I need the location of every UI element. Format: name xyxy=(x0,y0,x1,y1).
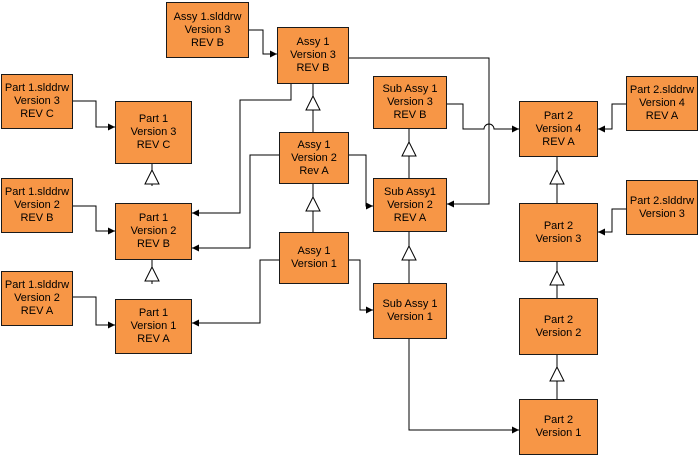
version-link xyxy=(549,262,565,298)
reference-arrow xyxy=(598,103,626,133)
reference-arrow xyxy=(598,208,626,236)
node-line: Part 2 xyxy=(543,109,574,122)
sub-assy1-version-3[interactable]: Sub Assy 1 Version 3 REV B xyxy=(373,76,447,129)
node-line: Part 1 xyxy=(138,113,169,125)
node-line: Version 2 xyxy=(291,151,337,164)
node-line: Version 3 xyxy=(535,232,582,245)
reference-arrow xyxy=(73,296,115,329)
reference-arrow xyxy=(192,84,292,217)
reference-arrow xyxy=(249,29,277,58)
part2-version-2[interactable]: Part 2 Version 2 xyxy=(519,298,598,355)
node-line: REV B xyxy=(20,212,54,224)
node-line: REV A xyxy=(137,333,170,345)
version-link xyxy=(401,232,417,283)
node-line: Part 1.slddrw xyxy=(4,186,70,198)
node-line: Assy 1 xyxy=(297,245,331,257)
node-line: Version 4 xyxy=(535,122,582,135)
node-line: Part 1 xyxy=(138,212,169,224)
node-line: REV B xyxy=(296,62,330,74)
node-line: REV A xyxy=(20,305,54,317)
version-link xyxy=(305,184,321,232)
version-link xyxy=(549,355,565,399)
node-line: Part 1.slddrw xyxy=(4,82,70,94)
part2-version-3[interactable]: Part 2 Version 3 xyxy=(519,203,598,262)
node-line: Version 1 xyxy=(130,320,177,332)
node-line: Version 2 xyxy=(535,326,582,339)
node-line: Part 2 xyxy=(543,219,574,232)
sub-assy1-version-1[interactable]: Sub Assy 1 Version 1 xyxy=(373,283,447,339)
node-line: REV C xyxy=(136,139,171,151)
version-link xyxy=(549,157,565,203)
assy1-drawing-rev-b[interactable]: Assy 1.slddrw Version 3 REV B xyxy=(166,2,249,58)
part1-drawing-rev-b[interactable]: Part 1.slddrw Version 2 REV B xyxy=(1,178,73,233)
node-line: Part 1.slddrw xyxy=(4,279,70,291)
part2-drawing-version-3[interactable]: Part 2.slddrw Version 3 xyxy=(626,180,698,235)
node-line: Version 1 xyxy=(291,258,337,270)
version-link xyxy=(144,260,160,284)
node-line: REV B xyxy=(136,238,170,250)
node-line: Version 2 xyxy=(130,225,177,237)
assy1-version-1[interactable]: Assy 1 Version 1 xyxy=(279,232,349,284)
reference-arrow xyxy=(447,103,519,133)
reference-arrow xyxy=(73,205,115,235)
node-line: Sub Assy 1 xyxy=(382,298,438,310)
node-line: Rev A xyxy=(299,164,329,177)
node-line: Part 2 xyxy=(543,414,574,426)
part2-version-1[interactable]: Part 2 Version 1 xyxy=(519,399,598,455)
reference-arrow xyxy=(349,57,490,208)
assy1-version-3[interactable]: Assy 1 Version 3 REV B xyxy=(277,27,349,84)
node-line: Version 3 xyxy=(130,126,177,138)
node-line: Version 4 xyxy=(639,97,685,109)
version-link xyxy=(401,129,417,178)
node-line: Version 3 xyxy=(639,207,685,220)
version-link xyxy=(144,164,160,186)
reference-arrow xyxy=(408,339,519,434)
node-line: Version 2 xyxy=(387,198,433,211)
part2-version-4[interactable]: Part 2 Version 4 REV A xyxy=(519,101,598,157)
part1-version-3[interactable]: Part 1 Version 3 REV C xyxy=(115,101,192,164)
reference-arrow xyxy=(192,154,279,252)
node-line: Version 2 xyxy=(14,199,60,211)
node-line: REV B xyxy=(393,109,427,121)
reference-arrow xyxy=(349,154,373,210)
node-line: Assy 1.slddrw xyxy=(173,10,242,23)
node-line: Version 2 xyxy=(14,292,60,304)
node-line: Version 3 xyxy=(14,95,60,107)
node-line: Version 1 xyxy=(535,427,582,439)
node-line: Part 1 xyxy=(138,307,169,319)
sub-assy1-version-2[interactable]: Sub Assy1 Version 2 REV A xyxy=(373,178,447,232)
part2-drawing-rev-a[interactable]: Part 2.slddrw Version 4 REV A xyxy=(626,76,698,131)
node-line: Part 2 xyxy=(543,313,574,326)
node-line: REV A xyxy=(542,135,575,148)
node-line: REV B xyxy=(190,36,224,49)
part1-version-1[interactable]: Part 1 Version 1 REV A xyxy=(115,299,192,354)
reference-arrow xyxy=(73,100,115,131)
node-line: Version 3 xyxy=(387,96,433,108)
node-line: Part 2.slddrw xyxy=(629,84,695,96)
node-line: Part 2.slddrw xyxy=(629,194,695,207)
version-link xyxy=(305,84,321,132)
part1-version-2[interactable]: Part 1 Version 2 REV B xyxy=(115,203,192,260)
node-line: REV C xyxy=(20,108,54,120)
part1-drawing-rev-c[interactable]: Part 1.slddrw Version 3 REV C xyxy=(1,74,73,129)
node-line: Version 3 xyxy=(290,49,336,61)
node-line: REV A xyxy=(645,110,679,122)
part1-drawing-rev-a[interactable]: Part 1.slddrw Version 2 REV A xyxy=(1,271,73,326)
node-line: Assy 1 xyxy=(297,138,331,151)
node-line: Sub Assy1 xyxy=(384,185,436,198)
node-line: REV A xyxy=(393,211,427,224)
node-line: Sub Assy 1 xyxy=(382,83,438,95)
reference-arrow xyxy=(192,259,279,327)
node-line: Version 1 xyxy=(387,311,433,323)
assy1-version-2[interactable]: Assy 1 Version 2 Rev A xyxy=(279,132,349,184)
reference-arrow xyxy=(349,259,373,314)
node-line: Version 3 xyxy=(184,23,231,36)
node-line: Assy 1 xyxy=(296,36,330,48)
